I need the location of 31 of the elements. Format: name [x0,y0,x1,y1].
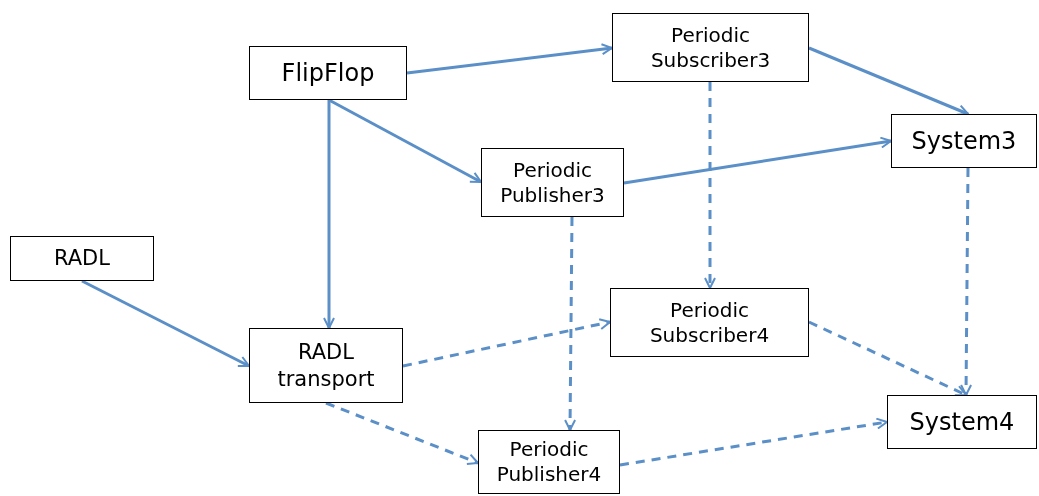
process-box [891,114,1037,168]
arrow [623,136,892,185]
box-label: RADL [54,245,110,272]
process-box [887,395,1037,449]
process-box [10,236,154,281]
box-label: System4 [909,407,1015,437]
process-box [249,328,403,403]
arrow [406,43,613,75]
process-box [610,288,809,357]
box-label: RADL transport [276,339,376,392]
box-label: Periodic Subscriber3 [649,22,772,73]
arrow [564,217,577,431]
process-box [478,430,620,494]
process-box [612,13,809,82]
box-label: System3 [911,126,1017,156]
arrow [704,82,716,289]
arrow [323,100,335,329]
arrow [619,417,888,467]
box-label: FlipFlop [281,58,375,88]
box-label: Periodic Subscriber4 [648,297,771,348]
arrow [325,401,479,465]
arrow [81,279,250,368]
arrow [402,318,611,368]
box-label: Periodic Publisher4 [495,437,603,487]
process-box [481,148,624,217]
box-label: Periodic Publisher3 [499,157,606,208]
arrow [328,98,482,184]
arrow [960,168,973,396]
arrow [808,46,969,116]
arrow [808,320,967,397]
process-box [249,46,407,100]
